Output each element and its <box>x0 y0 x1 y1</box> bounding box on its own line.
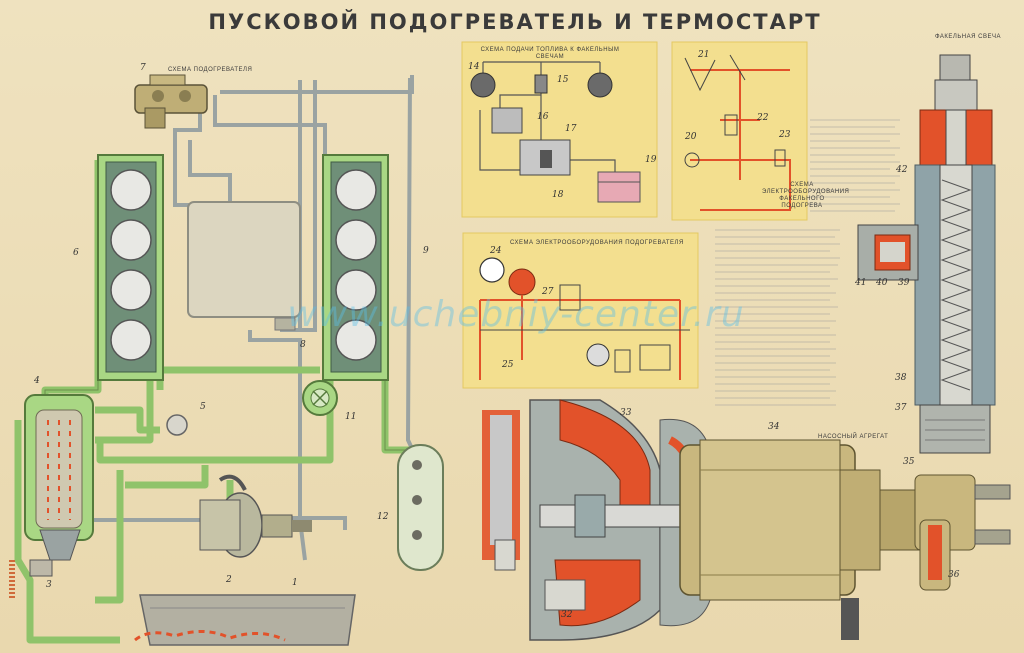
engine-block-left <box>97 154 164 381</box>
legend-lines <box>715 119 900 406</box>
callout-38: 38 <box>895 373 907 383</box>
callout-5: 5 <box>200 402 206 412</box>
torch-electrical-scheme-label: СХЕМА ЭЛЕКТРООБОРУДОВАНИЯ ФАКЕЛЬНОГО ПОД… <box>762 182 850 209</box>
callout-37: 37 <box>895 403 907 413</box>
callout-25: 25 <box>502 360 514 370</box>
callout-39: 39 <box>898 278 910 288</box>
callout-7: 7 <box>140 63 146 73</box>
oil-pan <box>134 594 356 646</box>
callout-20: 20 <box>685 132 697 142</box>
callout-4: 4 <box>34 376 40 386</box>
callout-32: 32 <box>561 610 573 620</box>
pump-unit-label: НАСОСНЫЙ АГРЕГАТ <box>818 434 889 440</box>
callout-22: 22 <box>757 113 769 123</box>
water-pump <box>302 380 338 416</box>
blower-unit <box>199 474 312 558</box>
callout-40: 40 <box>876 278 888 288</box>
callout-8: 8 <box>300 340 306 350</box>
callout-6: 6 <box>73 248 79 258</box>
callout-36: 36 <box>948 570 960 580</box>
callout-35: 35 <box>903 457 915 467</box>
expansion-tank <box>397 444 444 571</box>
fuel-supply-scheme-label: СХЕМА ПОДАЧИ ТОПЛИВА К ФАКЕЛЬНЫМ СВЕЧАМ <box>480 47 620 60</box>
heater-pump-block <box>134 74 208 129</box>
tank <box>187 201 301 318</box>
callout-11: 11 <box>345 412 357 422</box>
callout-27: 27 <box>542 287 554 297</box>
callout-12: 12 <box>377 512 389 522</box>
callout-9: 9 <box>423 246 429 256</box>
callout-41: 41 <box>855 278 867 288</box>
callout-18: 18 <box>552 190 564 200</box>
pump-unit-assembly <box>482 399 1011 641</box>
callout-1: 1 <box>292 578 298 588</box>
callout-23: 23 <box>779 130 791 140</box>
heater-boiler <box>9 394 94 600</box>
glow-plug-label: ФАКЕЛЬНАЯ СВЕЧА <box>935 34 1001 40</box>
glow-plug-section <box>857 54 996 454</box>
heater-electrical-scheme-label: СХЕМА ЭЛЕКТРООБОРУДОВАНИЯ ПОДОГРЕВАТЕЛЯ <box>510 240 684 246</box>
callout-33: 33 <box>620 408 632 418</box>
callout-21: 21 <box>698 50 710 60</box>
callout-2: 2 <box>226 575 232 585</box>
callout-17: 17 <box>565 124 577 134</box>
callout-34: 34 <box>768 422 780 432</box>
callout-19: 19 <box>645 155 657 165</box>
callout-16: 16 <box>537 112 549 122</box>
callout-3: 3 <box>46 580 52 590</box>
callout-42: 42 <box>896 165 908 175</box>
watermark: www.uchebniy-center.ru <box>287 294 745 335</box>
heater-scheme-label: СХЕМА ПОДОГРЕВАТЕЛЯ <box>168 67 253 73</box>
callout-24: 24 <box>490 246 502 256</box>
drain-valve <box>166 414 188 436</box>
engine-block-right <box>322 154 389 381</box>
callout-15: 15 <box>557 75 569 85</box>
poster-title: ПУСКОВОЙ ПОДОГРЕВАТЕЛЬ И ТЕРМОСТАРТ <box>208 10 822 34</box>
callout-14: 14 <box>468 62 480 72</box>
